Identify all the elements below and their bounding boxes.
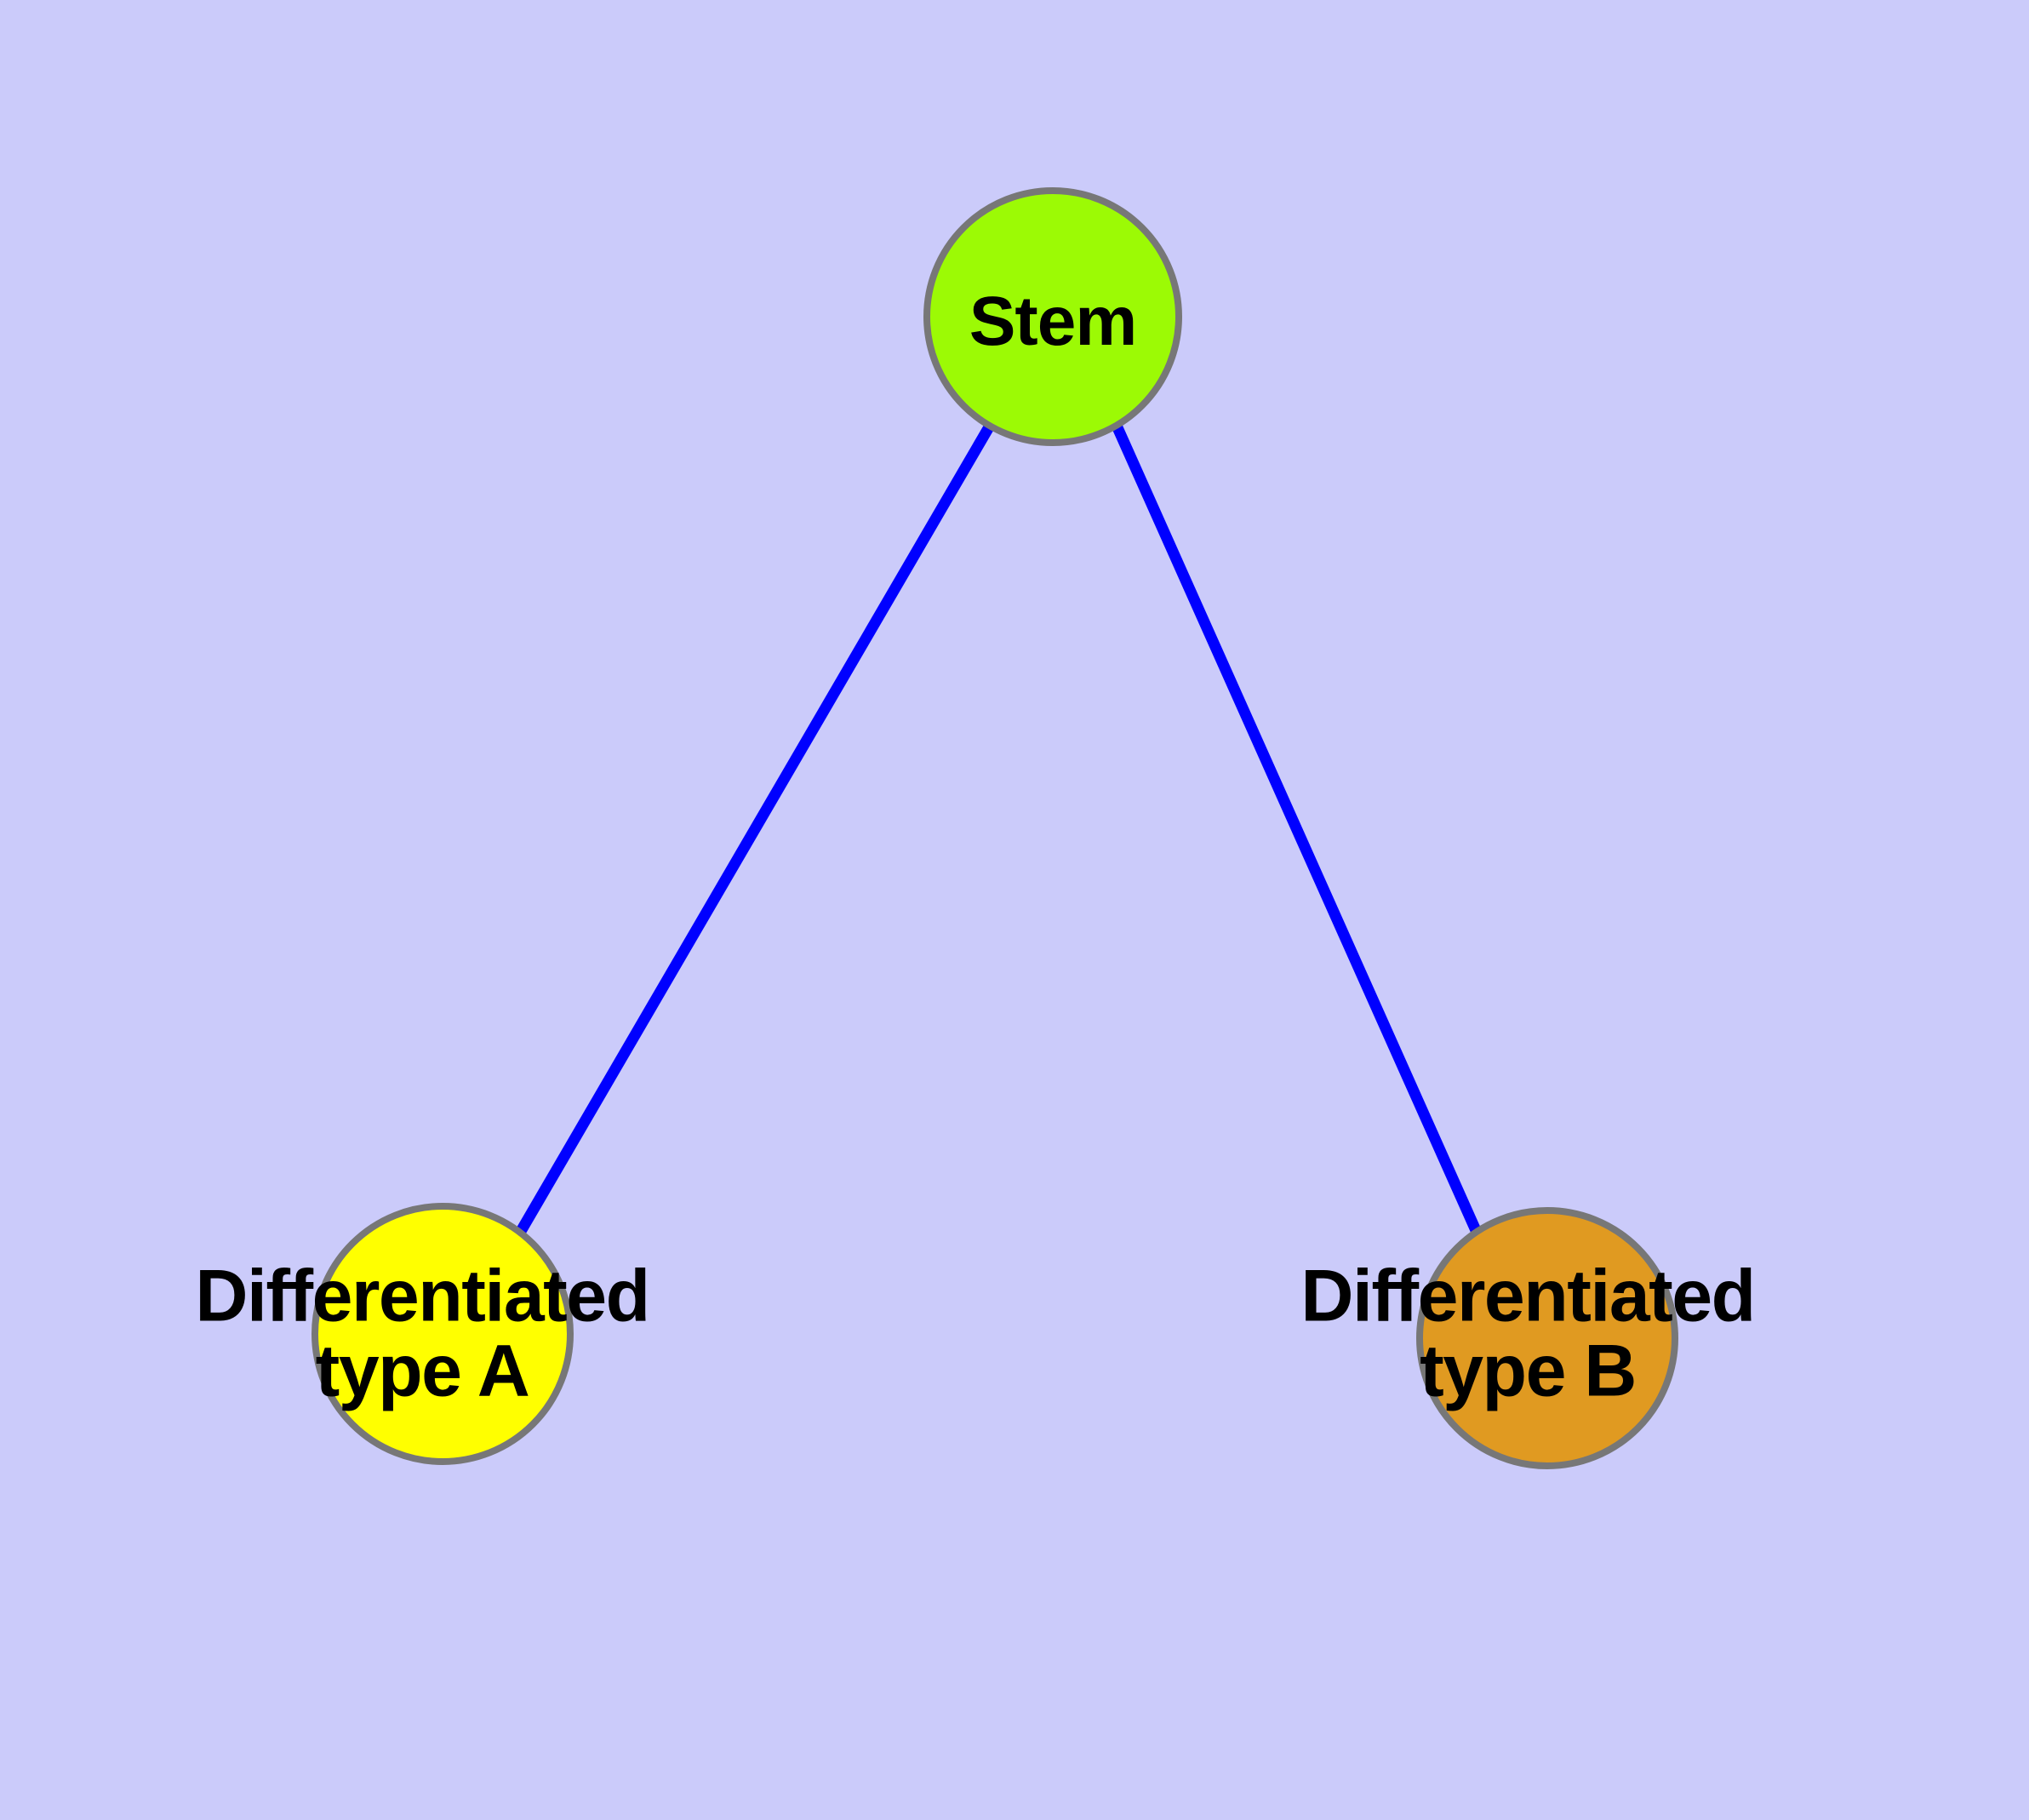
node-differentiated-type-b[interactable] xyxy=(1416,1207,1678,1469)
edge-stem-to-diff-b xyxy=(1112,423,1483,1239)
node-layer xyxy=(311,187,1678,1469)
node-differentiated-type-a[interactable] xyxy=(311,1203,574,1465)
edge-stem-to-diff-a xyxy=(515,422,995,1236)
node-stem[interactable] xyxy=(923,187,1182,446)
edge-layer xyxy=(515,422,1483,1239)
